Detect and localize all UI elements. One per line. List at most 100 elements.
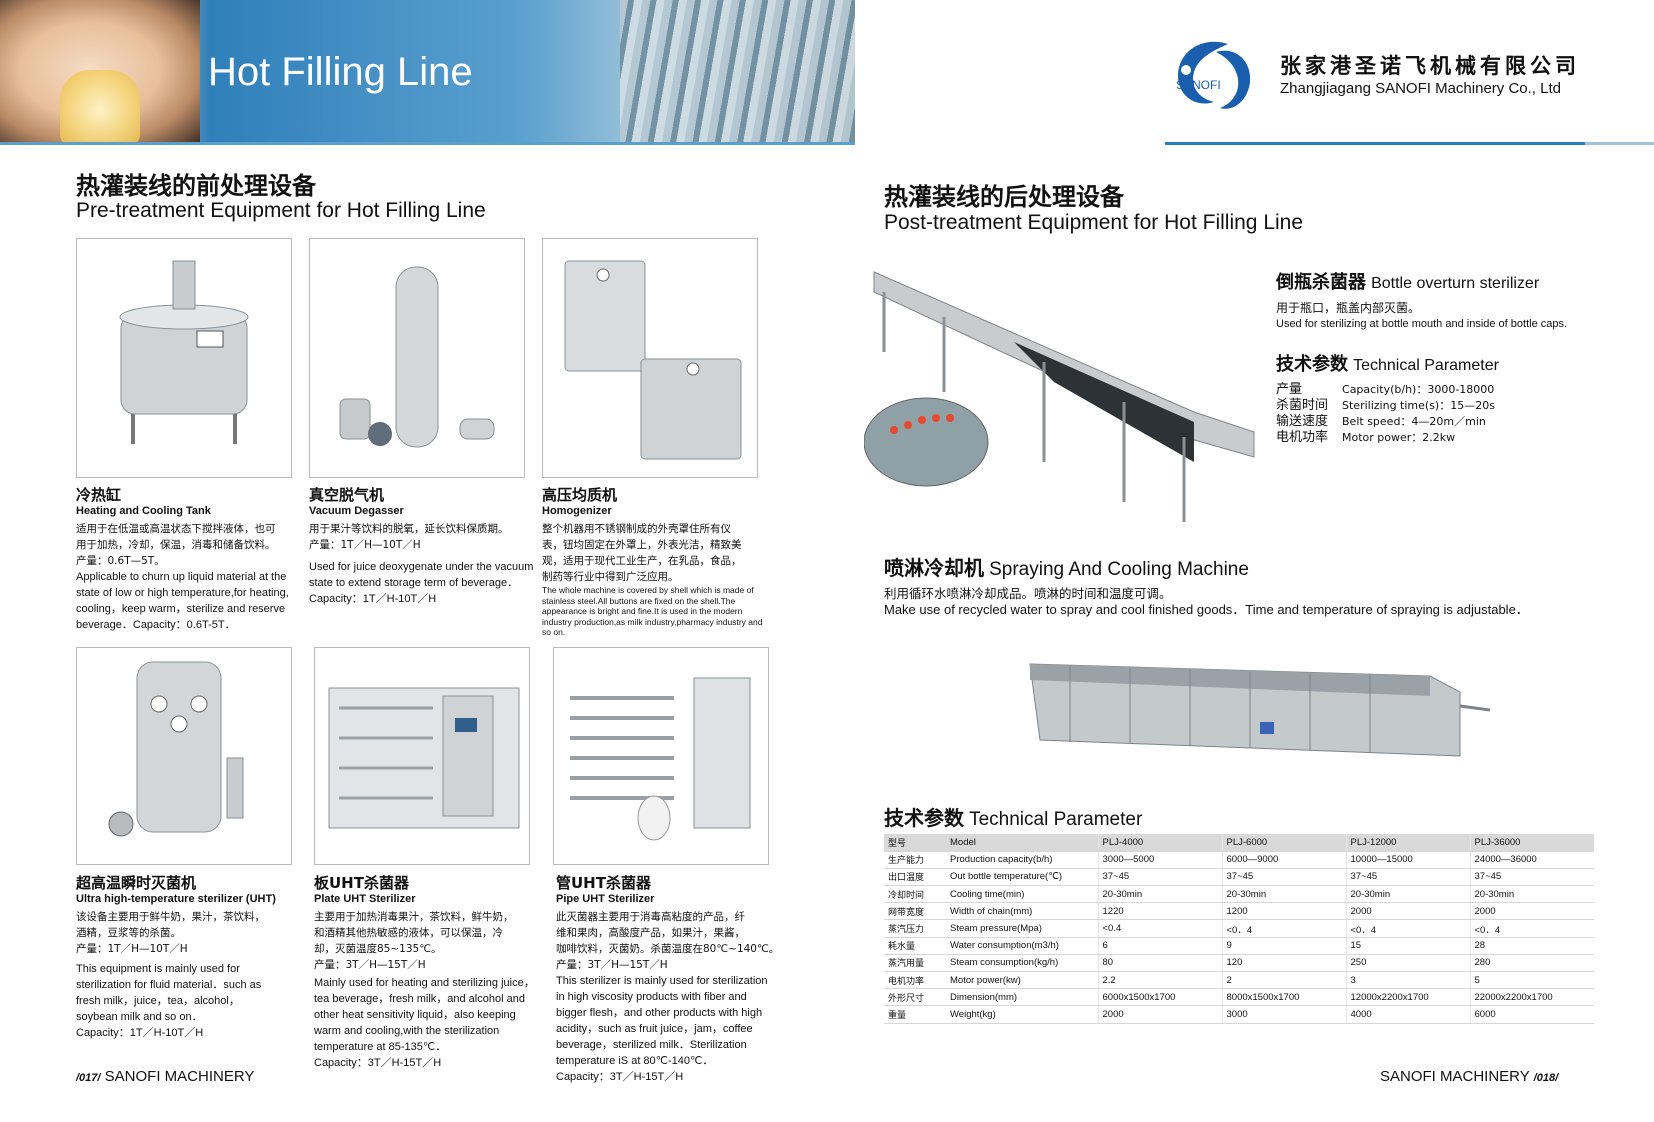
company-name-en: Zhangjiagang SANOFI Machinery Co., Ltd — [1280, 80, 1561, 97]
header-banner: Hot Filling Line — [0, 0, 855, 145]
table-heading: 技术参数 Technical Parameter — [884, 802, 1142, 831]
footer-brand: SANOFI MACHINERY — [104, 1068, 255, 1085]
product-name-en: Ultra high-temperature sterilizer (UHT) — [76, 893, 276, 905]
desc-en-line: stainless steel.All buttons are fixed on… — [542, 595, 736, 606]
cell-value: PLJ-36000 — [1469, 834, 1594, 852]
desc-en-line: bigger flesh，and other products with hig… — [556, 1007, 763, 1019]
param-cn: 输送速度 — [1276, 414, 1329, 429]
cell-label-en: Width of chain(mm) — [946, 902, 1098, 921]
logo-text: SANOFI — [1176, 78, 1221, 92]
cell-label-cn: 耗水量 — [884, 937, 946, 955]
juice-glass-image — [60, 70, 140, 145]
banner-title: Hot Filling Line — [208, 50, 473, 94]
cell-value: 6 — [1097, 937, 1222, 955]
right-footer: SANOFI MACHINERY /018/ — [1380, 1068, 1558, 1085]
cell-label-en: Model — [946, 834, 1098, 852]
desc-en-line: appearance is bright and fine.It is used… — [542, 606, 743, 616]
cell-value: 20-30min — [1469, 885, 1594, 904]
cell-label-cn: 电机功率 — [884, 971, 946, 990]
cell-value: 10000—15000 — [1345, 851, 1470, 869]
cell-label-cn: 冷却时间 — [884, 885, 946, 904]
cell-label-en: Motor power(kw) — [946, 971, 1098, 990]
desc-en-line: Capacity：3T／H-15T／H — [314, 1057, 442, 1069]
header-rule-left — [0, 142, 855, 145]
cell-label-en: Water consumption(m3/h) — [946, 937, 1098, 955]
param-en: Belt speed：4—20m／min — [1342, 415, 1486, 428]
desc-cn-line: 和酒精其他热敏感的液体，可以保温，冷 — [314, 927, 503, 939]
sterilizer-name-cn: 倒瓶杀菌器 — [1276, 272, 1366, 293]
cell-value: 8000x1500x1700 — [1221, 988, 1346, 1007]
desc-en-line: sterilization for fluid material．such as — [76, 979, 262, 991]
param-cn: 产量 — [1276, 382, 1303, 397]
pipe-uht-photo — [553, 647, 769, 865]
filling-machine-photo — [620, 0, 855, 145]
cell-value: 28 — [1469, 937, 1594, 955]
desc-en-line: The whole machine is covered by shell wh… — [542, 585, 754, 595]
left-footer: /017/ SANOFI MACHINERY — [76, 1068, 254, 1085]
param-en: Capacity(b/h)：3000-18000 — [1342, 383, 1495, 396]
plate-uht-photo — [314, 647, 530, 865]
cell-value: 20-30min — [1221, 885, 1346, 904]
desc-en-line: beverage，sterilized milk．Sterilization — [556, 1039, 747, 1051]
desc-cn-line: 制药等行业中得到广泛应用。 — [542, 571, 679, 583]
heating-cooling-tank-image — [119, 260, 249, 444]
product-homogenizer: 高压均质机 Homogenizer 整个机器用不锈钢制成的外壳罩住所有仪 表，钮… — [542, 484, 774, 638]
vacuum-degasser-image — [339, 266, 495, 448]
cell-value: 3000—5000 — [1097, 851, 1222, 869]
desc-en-line: tea beverage，fresh milk，and alcohol and — [314, 993, 525, 1005]
desc-cn-line: 适用于在低温或高温状态下搅拌液体，也可 — [76, 523, 276, 535]
sterilizer-name-en: Bottle overturn sterilizer — [1371, 275, 1540, 292]
table-title-cn: 技术参数 — [884, 806, 964, 830]
bottle-overturn-sterilizer-info: 倒瓶杀菌器 Bottle overturn sterilizer 用于瓶口，瓶盖… — [1276, 268, 1648, 446]
cell-value: 22000x2200x1700 — [1469, 988, 1594, 1007]
cell-value: PLJ-12000 — [1345, 834, 1470, 852]
desc-cn-line: 咖啡饮料，灭菌奶。杀菌温度在80℃~140℃。 — [556, 943, 780, 955]
product-name-cn: 超高温瞬时灭菌机 — [76, 874, 197, 892]
cell-value: PLJ-4000 — [1097, 834, 1222, 852]
product-name-en: Vacuum Degasser — [309, 505, 404, 517]
cell-label-en: Cooling time(min) — [946, 885, 1098, 904]
product-name-en: Plate UHT Sterilizer — [314, 893, 416, 905]
cell-value: 2 — [1221, 971, 1346, 990]
cell-value: 4000 — [1345, 1005, 1470, 1024]
param-en: Sterilizing time(s)：15—20s — [1342, 399, 1495, 412]
cell-value: <0．4 — [1221, 919, 1346, 938]
product-uht-sterilizer: 超高温瞬时灭菌机 Ultra high-temperature steriliz… — [76, 872, 298, 1041]
desc-cn-line: 观，适用于现代工业生产，在乳品，食品， — [542, 555, 742, 567]
desc-cn-line: 产量：1T／H—10T／H — [76, 943, 188, 955]
desc-en-line: state to extend storage term of beverage… — [309, 577, 519, 589]
desc-en-line: fresh milk，juice，tea，alcohol， — [76, 995, 240, 1007]
cell-label-cn: 生产能力 — [884, 851, 946, 869]
sterilizer-desc-cn: 用于瓶口，瓶盖内部灭菌。 — [1276, 301, 1421, 315]
cell-label-cn: 出口温度 — [884, 868, 946, 887]
cell-value: 20-30min — [1345, 885, 1470, 904]
desc-cn-line: 却，灭菌温度85~135℃。 — [314, 943, 442, 955]
cell-value: 6000 — [1469, 1005, 1594, 1024]
desc-en-line: Capacity：1T／H-10T／H — [76, 1027, 204, 1039]
sterilizer-desc-en: Used for sterilizing at bottle mouth and… — [1276, 318, 1568, 330]
cell-value: 6000x1500x1700 — [1097, 988, 1222, 1007]
cell-value: 2000 — [1097, 1005, 1222, 1024]
cell-value: 250 — [1345, 954, 1470, 973]
cell-value: 5 — [1469, 971, 1594, 990]
cell-value: 1200 — [1221, 902, 1346, 921]
cell-value: 20-30min — [1097, 885, 1222, 904]
cell-label-cn: 型号 — [884, 834, 946, 852]
header-rule-right — [1165, 142, 1654, 145]
desc-en-line: Applicable to churn up liquid material a… — [76, 571, 287, 583]
right-heading-cn: 热灌装线的后处理设备 — [884, 183, 1124, 211]
cell-value: 3 — [1345, 971, 1470, 990]
company-name-cn: 张家港圣诺飞机械有限公司 — [1280, 54, 1580, 78]
product-heating-cooling-tank: 冷热缸 Heating and Cooling Tank 适用于在低温或高温状态… — [76, 484, 298, 633]
cooler-name-cn: 喷淋冷却机 — [884, 556, 984, 580]
product-name-cn: 板UHT杀菌器 — [314, 874, 409, 892]
cell-value: 15 — [1345, 937, 1470, 955]
